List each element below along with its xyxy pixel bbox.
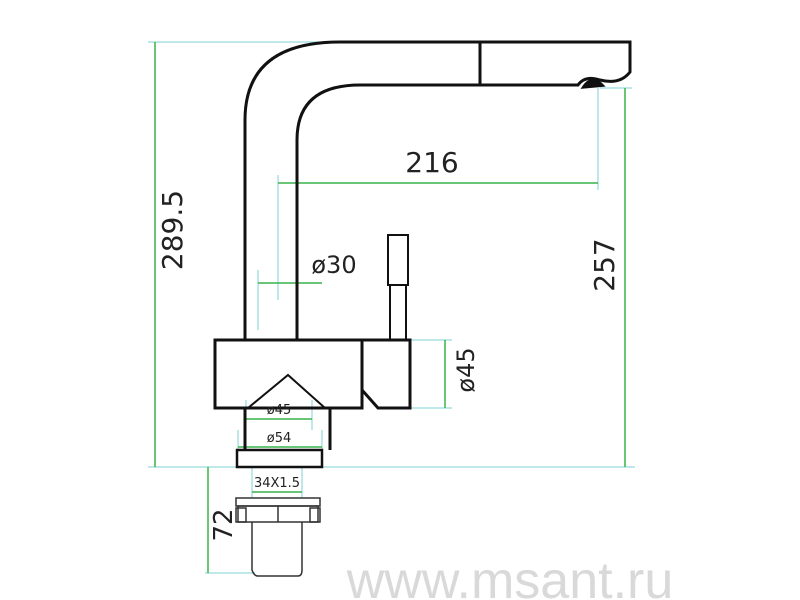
label-flange-diameter: ø54 [267,431,292,446]
aerator [580,78,606,89]
extension-lines [148,41,635,574]
dimension-lines [154,42,626,573]
label-spout-reach: 216 [405,146,458,179]
lever-handle [387,234,409,286]
neck [243,408,332,450]
faucet-outline [213,40,632,469]
lever-housing [360,338,412,410]
cartridge-triangle [247,373,326,409]
connection-fitting [235,497,321,577]
label-shank-length: 72 [209,508,239,541]
spout [243,40,632,340]
label-thread: 34X1.5 [254,476,300,491]
label-total-height: 289.5 [156,190,189,270]
watermark: www.msant.ru [346,552,674,600]
body [213,338,364,410]
flange [235,448,324,469]
label-spout-diameter: ø30 [311,251,356,279]
label-neck-diameter: ø45 [267,403,292,418]
label-spout-height: 257 [588,238,621,291]
label-body-diameter: ø45 [452,347,480,392]
